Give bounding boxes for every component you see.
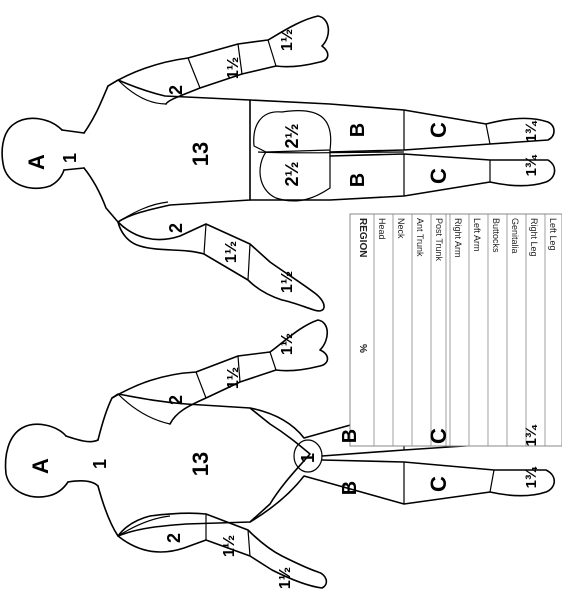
front-head-label: A: [28, 458, 53, 474]
back-midline: [258, 152, 404, 153]
back-hand-top-label: 1½: [279, 29, 296, 51]
back-buttock-right-label: 2½: [282, 123, 302, 148]
back-forearm-top-label: 1½: [225, 57, 242, 79]
front-foot-right-label: 1¾: [523, 424, 540, 446]
back-forearm-bottom-label: 1½: [223, 241, 240, 263]
front-neck-label: 1: [90, 459, 110, 469]
back-leg-left-label: C: [426, 168, 451, 184]
front-thigh-left-label: B: [339, 481, 361, 495]
back-buttock-left-label: 2½: [282, 161, 302, 186]
back-head-label: A: [24, 154, 49, 170]
front-hand-bottom-label: 1½: [277, 567, 294, 589]
front-trunk-label: 13: [188, 452, 213, 476]
back-leg-right-label: C: [426, 122, 451, 138]
back-foot-right-label: 1¾: [523, 120, 540, 142]
table-row-label: Left Arm: [472, 218, 482, 252]
table-row-label: Genitalia: [510, 218, 520, 254]
front-hand-top-label: 1½: [279, 333, 296, 355]
table-row-label: Left Leg: [548, 218, 558, 251]
table-row-label: Right Arm: [453, 218, 463, 258]
front-forearm-bottom-label: 1½: [221, 535, 238, 557]
front-foot-left-label: 1¾: [523, 466, 540, 488]
table-row-label: Buttocks: [491, 218, 501, 253]
back-bottom-arm-outline: [118, 222, 324, 311]
back-thigh-right-label: B: [347, 123, 369, 137]
back-foot-left-label: 1¾: [523, 154, 540, 176]
front-leg-right-label: C: [426, 428, 451, 444]
table-row-label: Post Trunk: [434, 218, 444, 262]
back-upper-arm-bottom-label: 2: [166, 223, 186, 233]
back-thigh-left-label: B: [347, 173, 369, 187]
back-torso-outline: [84, 80, 250, 222]
front-leg-left-label: C: [426, 476, 451, 492]
back-neck-label: 1: [60, 153, 80, 163]
back-head-outline: [2, 118, 64, 188]
table-row-label: Right Leg: [529, 218, 539, 257]
back-shoulder-lines: [118, 80, 168, 222]
back-hand-bottom-label: 1½: [279, 271, 296, 293]
front-upper-arm-bottom-label: 2: [164, 533, 184, 543]
front-genitalia-label: 1: [298, 453, 318, 463]
table-header-region: REGION: [357, 218, 368, 257]
table-row-label: Head: [377, 218, 387, 240]
table-header-percent: %: [357, 344, 368, 353]
table-row-label: Neck: [396, 218, 406, 239]
front-thigh-right-label: B: [339, 429, 361, 443]
front-forearm-top-label: 1½: [225, 367, 242, 389]
back-upper-arm-top-label: 2: [166, 85, 186, 95]
back-trunk-label: 13: [188, 142, 213, 166]
front-upper-arm-top-label: 2: [166, 395, 186, 405]
table-row-label: Ant Trunk: [415, 218, 425, 257]
region-table: Head Neck Ant Trunk Post Trunk Right Arm Left…: [350, 214, 562, 446]
